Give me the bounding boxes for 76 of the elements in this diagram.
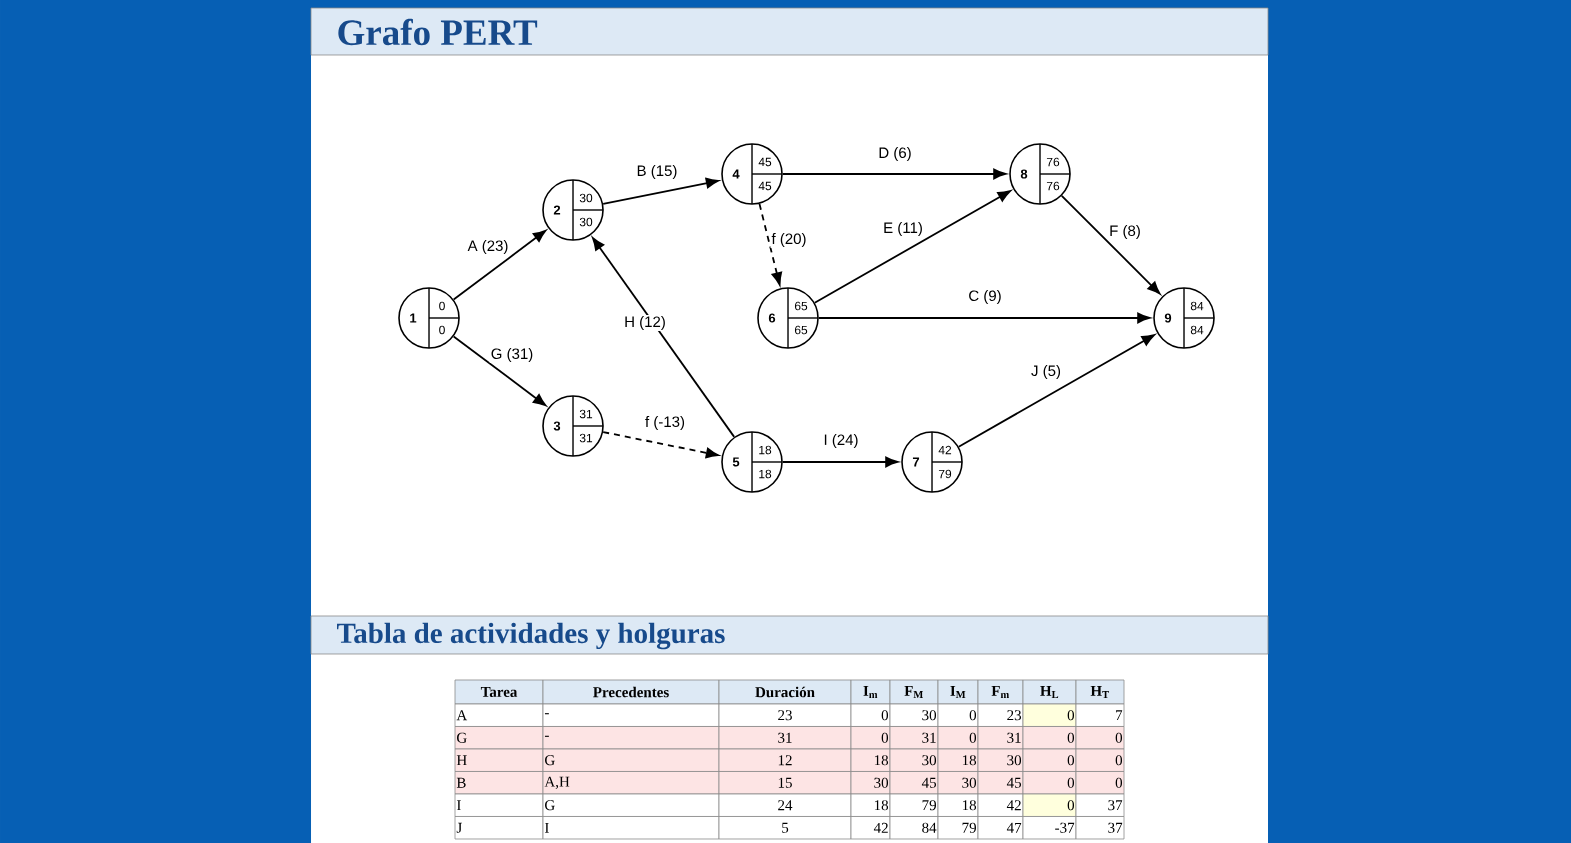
edge-label: B (15) bbox=[635, 164, 679, 180]
table-cell: A bbox=[454, 703, 544, 727]
table-cell: -37 bbox=[1022, 816, 1077, 840]
table-cell: 45 bbox=[889, 771, 939, 795]
table-cell: 18 bbox=[937, 793, 979, 817]
arrow bbox=[452, 335, 547, 407]
title: Grafo PERT bbox=[338, 18, 538, 46]
edge-label: D (6) bbox=[877, 146, 913, 162]
column-header: Tarea bbox=[454, 679, 544, 705]
edge-label: E (11) bbox=[882, 221, 924, 237]
column-header: F$_{m}$ bbox=[977, 679, 1024, 705]
table-cell: 84 bbox=[889, 816, 939, 840]
table-cell: 0 bbox=[937, 703, 979, 727]
table-cell: 79 bbox=[889, 793, 939, 817]
table-cell: G bbox=[542, 748, 720, 772]
edge-label: f (-13) bbox=[644, 415, 686, 431]
table-cell: 0 bbox=[937, 726, 979, 750]
column-header: H$_{L}$ bbox=[1022, 679, 1077, 705]
table-cell: I bbox=[542, 816, 720, 840]
table-cell: 0 bbox=[1075, 726, 1125, 750]
edge-label: G (31) bbox=[489, 347, 535, 363]
table-cell: 30 bbox=[889, 748, 939, 772]
table-cell: - bbox=[542, 726, 720, 750]
arrow bbox=[452, 229, 547, 301]
table-cell: B bbox=[454, 771, 544, 795]
table-cell: 30 bbox=[977, 748, 1024, 772]
table-cell: 0 bbox=[1022, 793, 1077, 817]
table-cell: 0 bbox=[1075, 748, 1125, 772]
table-cell: G bbox=[542, 793, 720, 817]
arrow bbox=[781, 456, 899, 468]
column-header: I$_{M}$ bbox=[937, 679, 979, 705]
edge-label: f (20) bbox=[770, 232, 808, 248]
column-header: Precedentes bbox=[542, 679, 720, 705]
edge-label: C (9) bbox=[967, 289, 1003, 305]
table-cell: - bbox=[542, 703, 720, 727]
table-cell: 30 bbox=[937, 771, 979, 795]
table-cell: 0 bbox=[1022, 748, 1077, 772]
edge-label: A (23) bbox=[466, 239, 510, 255]
table-cell: 42 bbox=[850, 816, 891, 840]
table-cell: I bbox=[454, 793, 544, 817]
arrow bbox=[781, 168, 1007, 180]
table-cell: J bbox=[454, 816, 544, 840]
edge-label: F (8) bbox=[1108, 224, 1142, 240]
table-cell: 0 bbox=[850, 703, 891, 727]
edge-label: J (5) bbox=[1030, 364, 1062, 380]
edge-label: I (24) bbox=[822, 433, 860, 449]
arrow bbox=[592, 237, 736, 438]
table-cell: 31 bbox=[889, 726, 939, 750]
table-cell: 79 bbox=[937, 816, 979, 840]
table-cell: 0 bbox=[1022, 703, 1077, 727]
arrow bbox=[602, 177, 720, 205]
column-header: I$_{m}$ bbox=[850, 679, 891, 705]
table-cell: A,H bbox=[542, 771, 720, 795]
table-cell: H bbox=[454, 748, 544, 772]
column-header: F$_{M}$ bbox=[889, 679, 939, 705]
section-heading: Tabla de actividades y holguras bbox=[337, 622, 725, 650]
arrow bbox=[817, 312, 1151, 324]
table-cell: 47 bbox=[977, 816, 1024, 840]
table-cell: 18 bbox=[850, 748, 891, 772]
table-cell: 18 bbox=[937, 748, 979, 772]
table-cell: G bbox=[454, 726, 544, 750]
arrow bbox=[602, 431, 720, 459]
table-cell: 0 bbox=[1075, 771, 1125, 795]
arrow bbox=[1060, 194, 1161, 295]
table-cell: 42 bbox=[977, 793, 1024, 817]
table-cell: 18 bbox=[850, 793, 891, 817]
table-cell: 30 bbox=[889, 703, 939, 727]
arrow bbox=[957, 334, 1155, 448]
arrow bbox=[813, 190, 1011, 304]
table-cell: 23 bbox=[977, 703, 1024, 727]
table-cell: 37 bbox=[1075, 793, 1125, 817]
table-cell: 37 bbox=[1075, 816, 1125, 840]
column-header: H$_{T}$ bbox=[1075, 679, 1125, 705]
edge-label: H (12) bbox=[623, 315, 667, 331]
arrow bbox=[758, 203, 783, 286]
table-cell: 7 bbox=[1075, 703, 1125, 727]
